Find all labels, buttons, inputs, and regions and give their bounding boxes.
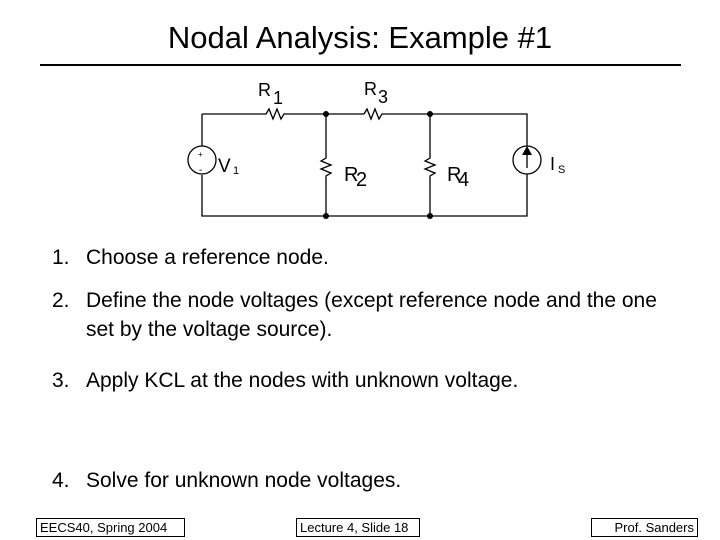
resistor-r4 xyxy=(423,114,437,216)
footer-course: EECS40, Spring 2004 xyxy=(36,518,185,537)
label-r4-main: R xyxy=(447,164,461,186)
step-3-number: 3. xyxy=(52,369,70,392)
slide-title: Nodal Analysis: Example #1 xyxy=(167,20,553,55)
label-plus: + xyxy=(198,150,203,159)
label-v1-sub: 1 xyxy=(233,165,239,177)
current-arrowhead-icon xyxy=(522,146,532,155)
resistor-r1 xyxy=(202,107,364,121)
step-3-text: Apply KCL at the nodes with unknown volt… xyxy=(86,369,519,392)
label-r3-sub: 3 xyxy=(378,87,388,107)
footer-slide-number: Lecture 4, Slide 18 xyxy=(296,518,420,537)
step-4: 4. Solve for unknown node voltages. xyxy=(52,466,676,495)
step-4-number: 4. xyxy=(52,469,70,492)
step-3: 3. Apply KCL at the nodes with unknown vo… xyxy=(52,366,676,395)
node-bottom-mid xyxy=(323,213,329,219)
step-2-number: 2. xyxy=(52,289,70,312)
step-2: 2. Define the node voltages (except refer… xyxy=(52,286,676,344)
voltage-source-v1 xyxy=(187,145,217,175)
label-is-sub: S xyxy=(558,164,565,176)
node-top-right xyxy=(427,111,433,117)
wire-top-left xyxy=(201,113,528,217)
label-v1-main: V xyxy=(218,156,231,177)
step-1-number: 1. xyxy=(52,246,70,269)
step-4-text: Solve for unknown node voltages. xyxy=(86,469,402,492)
label-minus: - xyxy=(199,165,202,176)
label-is-main: I xyxy=(550,154,555,174)
step-1: 1. Choose a reference node. xyxy=(52,243,676,272)
title-underline xyxy=(40,64,681,66)
resistor-r2 xyxy=(319,114,333,216)
label-r4-sub: 4 xyxy=(458,169,469,191)
label-r3-main: R xyxy=(364,79,377,99)
label-r2-sub: 2 xyxy=(356,169,367,191)
node-bottom-right xyxy=(427,213,433,219)
label-r2-main: R xyxy=(344,164,358,186)
step-1-text: Choose a reference node. xyxy=(86,246,329,269)
label-r1-sub: 1 xyxy=(273,88,283,108)
node-top-mid xyxy=(323,111,329,117)
step-2-text: Define the node voltages (except referen… xyxy=(86,289,657,341)
label-r1-main: R xyxy=(258,80,271,100)
footer-author: Prof. Sanders xyxy=(591,518,698,537)
resistor-r3 xyxy=(363,107,388,121)
